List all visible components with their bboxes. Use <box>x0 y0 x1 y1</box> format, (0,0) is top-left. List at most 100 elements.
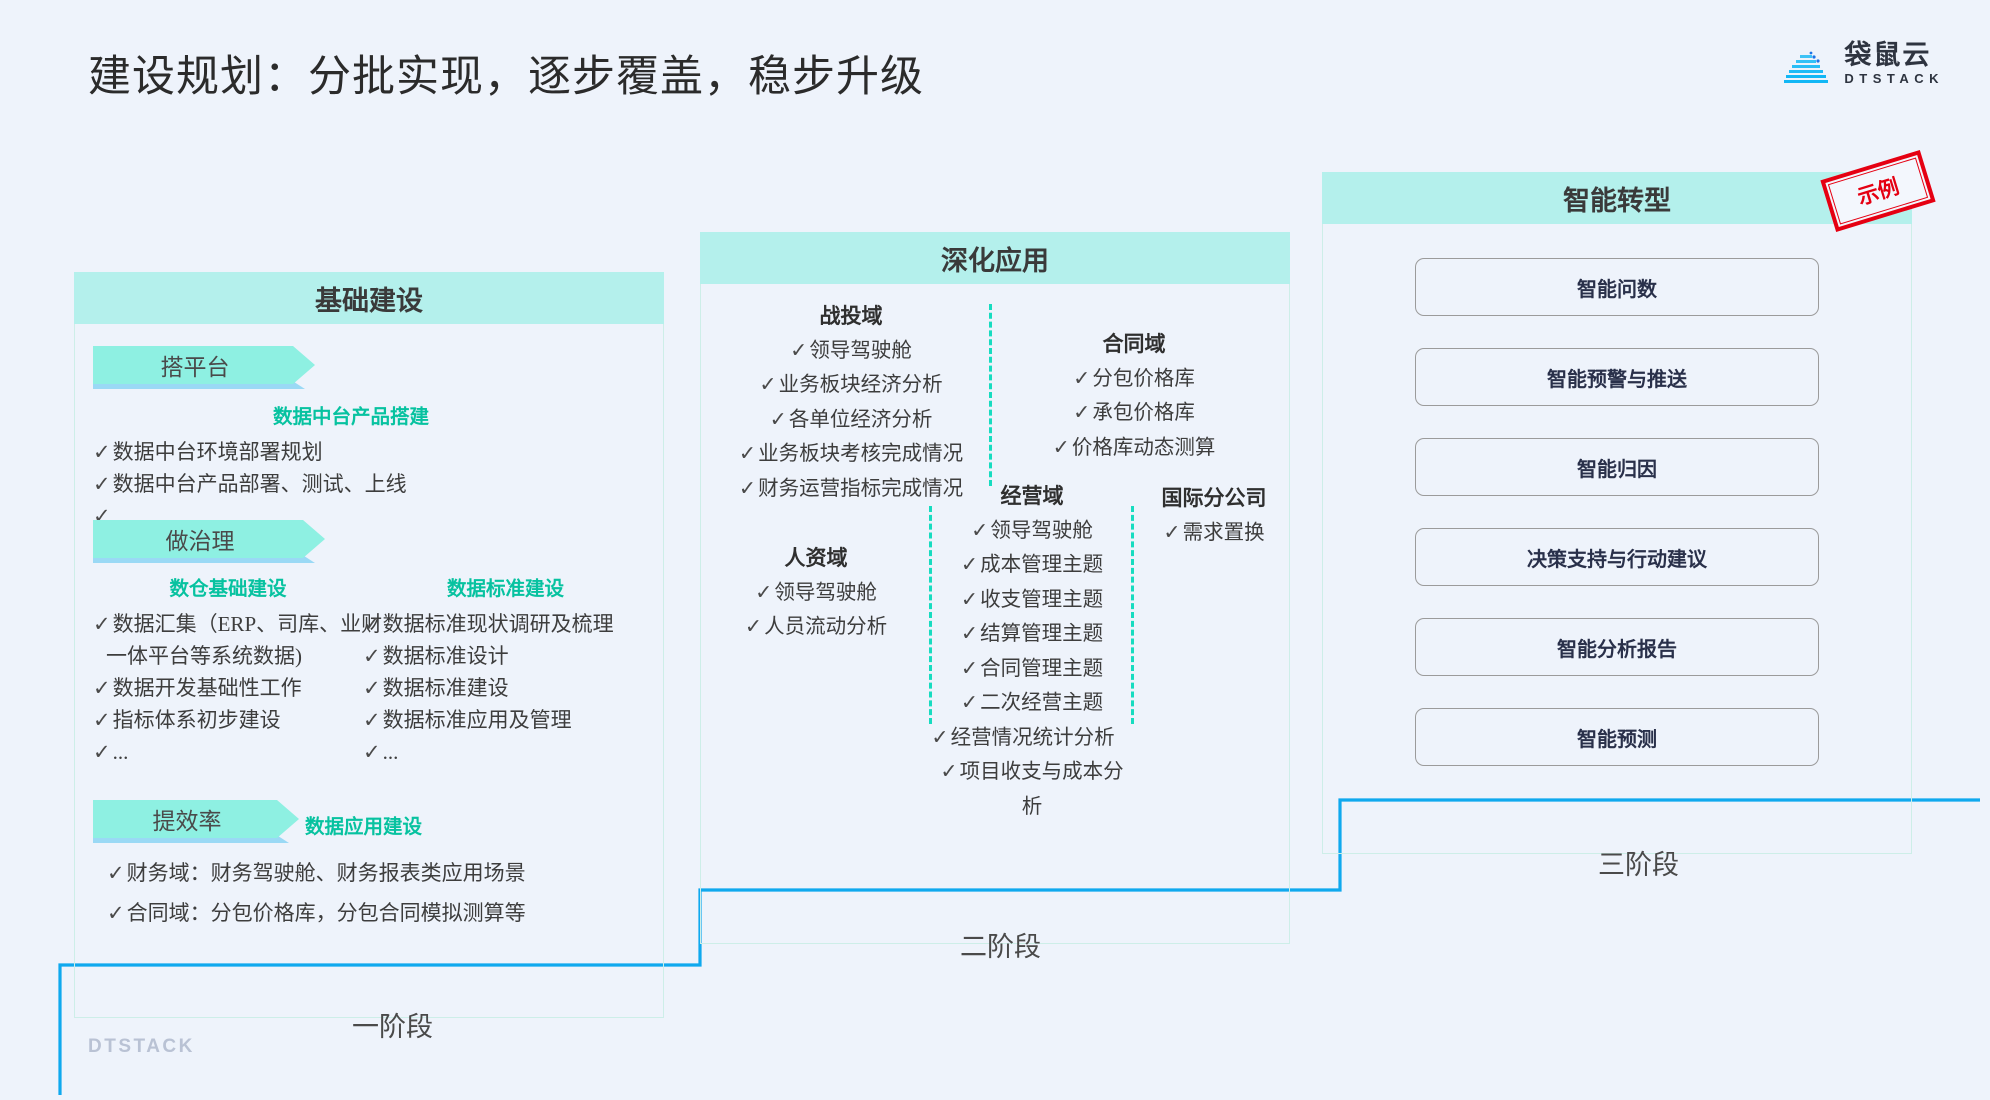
list-item: ✓数据标准应用及管理 <box>363 707 572 732</box>
card-intelligent-attribution[interactable]: 智能归因 <box>1415 438 1819 496</box>
stage-label-2: 二阶段 <box>960 932 1041 962</box>
check-icon: ✓ <box>93 612 111 636</box>
card-intelligent-forecast[interactable]: 智能预测 <box>1415 708 1819 766</box>
list-item: ✓业务板块考核完成情况 <box>738 443 964 466</box>
list-item: ✓项目收支与成本分析 <box>940 761 1124 818</box>
domain-title: 战投域 <box>819 305 883 328</box>
list-item: ✓合同管理主题 <box>960 657 1104 680</box>
check-icon: ✓ <box>363 739 381 764</box>
check-icon: ✓ <box>960 623 979 646</box>
check-icon: ✓ <box>755 582 773 604</box>
phase3-body: 智能问数 智能预警与推送 智能归因 决策支持与行动建议 智能分析报告 智能预测 <box>1322 224 1912 854</box>
phase1-panel: 基础建设 搭平台 数据中台产品搭建 ✓数据中台环境部署规划 ✓数据中台产品部署、… <box>74 272 664 1018</box>
card-intelligent-query[interactable]: 智能问数 <box>1415 258 1819 316</box>
list-item: ✓领导驾驶舱 <box>755 582 877 604</box>
list-item: ✓数据标准现状调研及梳理 <box>363 612 614 636</box>
check-icon: ✓ <box>769 408 787 431</box>
check-icon: ✓ <box>93 707 111 732</box>
domain-group-hr: 人资域 ✓领导驾驶舱 ✓人员流动分析 <box>707 542 925 645</box>
list-item: ✓... <box>93 739 129 764</box>
check-icon: ✓ <box>971 520 989 542</box>
list-item: ✓各单位经济分析 <box>769 408 933 431</box>
list-item: ✓经营情况统计分析 <box>931 726 1115 749</box>
phase3-title: 智能转型 <box>1322 172 1912 224</box>
kangaroo-cloud-logo-icon <box>1780 44 1832 84</box>
stage-label-3: 三阶段 <box>1598 850 1679 880</box>
footer-logo: DTSTACK <box>88 1036 195 1057</box>
chevron-label-do-governance: 做治理 <box>93 520 325 558</box>
phase1-title: 基础建设 <box>74 272 664 324</box>
list-item: ✓需求置换 <box>1163 522 1265 544</box>
list-item: ✓数据标准设计 <box>363 643 509 668</box>
brand-name-en: DTSTACK <box>1844 71 1944 86</box>
check-icon: ✓ <box>93 739 111 764</box>
stage-label-1: 一阶段 <box>352 1012 433 1042</box>
check-icon: ✓ <box>107 900 125 925</box>
domain-title: 合同域 <box>1102 333 1166 356</box>
check-icon: ✓ <box>738 477 757 500</box>
check-icon: ✓ <box>107 861 125 885</box>
chevron-label-build-platform: 搭平台 <box>93 346 315 384</box>
chevron-improve-efficiency: 提效率 <box>93 800 648 844</box>
domain-title: 经营域 <box>1000 485 1064 508</box>
list-item: ✓合同域：分包价格库，分包合同模拟测算等 <box>107 900 526 925</box>
check-icon: ✓ <box>1073 402 1091 425</box>
sample-stamp-label: 示例 <box>1827 157 1929 225</box>
card-intelligent-alert[interactable]: 智能预警与推送 <box>1415 348 1819 406</box>
check-icon: ✓ <box>363 643 381 668</box>
list-item: ✓数据标准建设 <box>363 675 509 700</box>
phase2-body: 战投域 ✓领导驾驶舱 ✓业务板块经济分析 ✓各单位经济分析 ✓业务板块考核完成情… <box>700 284 1290 944</box>
list-item: ✓分包价格库 <box>1073 368 1195 390</box>
page-title: 建设规划：分批实现，逐步覆盖，稳步升级 <box>88 54 924 101</box>
check-icon: ✓ <box>93 675 111 700</box>
check-icon: ✓ <box>363 612 381 636</box>
list-item: ✓结算管理主题 <box>960 623 1104 646</box>
chevron-do-governance: 做治理 <box>93 520 648 564</box>
list-item: ✓成本管理主题 <box>960 554 1104 577</box>
check-icon: ✓ <box>1052 436 1070 459</box>
check-icon: ✓ <box>1163 522 1181 544</box>
phase3-panel: 智能转型 示例 智能问数 智能预警与推送 智能归因 决策支持与行动建议 智能分析… <box>1322 149 1936 854</box>
card-intelligent-report[interactable]: 智能分析报告 <box>1415 618 1819 676</box>
divider-vertical-1 <box>989 304 992 486</box>
subtitle-application: 数据应用建设 <box>305 816 423 838</box>
subtitle-warehouse: 数仓基础建设 <box>169 578 287 600</box>
check-icon: ✓ <box>960 554 979 577</box>
list-item: ✓领导驾驶舱 <box>971 520 1093 542</box>
check-icon: ✓ <box>940 761 958 784</box>
card-decision-support[interactable]: 决策支持与行动建议 <box>1415 528 1819 586</box>
domain-title: 国际分公司 <box>1161 487 1267 510</box>
domain-group-operations: 经营域 ✓领导驾驶舱 ✓成本管理主题 ✓收支管理主题 ✓结算管理主题 ✓合同管理… <box>931 480 1129 824</box>
check-icon: ✓ <box>738 443 757 466</box>
check-icon: ✓ <box>759 374 777 397</box>
list-item: ✓财务运营指标完成情况 <box>738 477 964 500</box>
divider-vertical-2 <box>929 506 932 724</box>
check-icon: ✓ <box>1073 368 1091 390</box>
list-item: ✓指标体系初步建设 <box>93 707 281 732</box>
subtitle-platform: 数据中台产品搭建 <box>273 406 430 428</box>
brand-logo: 袋鼠云 DTSTACK <box>1780 42 1944 85</box>
chevron-label-improve-efficiency: 提效率 <box>93 800 299 838</box>
list-item: ✓领导驾驶舱 <box>790 340 912 362</box>
subtitle-standard: 数据标准建设 <box>446 578 564 600</box>
list-item: ✓数据汇集（ERP、司库、业财 <box>93 612 383 636</box>
domain-group-strategy: 战投域 ✓领导驾驶舱 ✓业务板块经济分析 ✓各单位经济分析 ✓业务板块考核完成情… <box>715 300 987 506</box>
check-icon: ✓ <box>931 726 949 749</box>
brand-name-cn: 袋鼠云 <box>1844 40 1932 70</box>
divider-vertical-3 <box>1131 506 1134 724</box>
list-item: ✓数据中台产品部署、测试、上线 <box>93 471 407 496</box>
domain-group-international: 国际分公司 ✓需求置换 <box>1141 482 1287 550</box>
check-icon: ✓ <box>93 471 111 496</box>
list-item: ✓业务板块经济分析 <box>759 374 943 397</box>
phase2-title: 深化应用 <box>700 232 1290 284</box>
list-item: ✓人员流动分析 <box>744 616 888 639</box>
list-item: ✓二次经营主题 <box>960 692 1104 715</box>
check-icon: ✓ <box>363 707 381 732</box>
list-item: ✓价格库动态测算 <box>1052 436 1216 459</box>
phase1-body: 搭平台 数据中台产品搭建 ✓数据中台环境部署规划 ✓数据中台产品部署、测试、上线… <box>74 324 664 1018</box>
check-icon: ✓ <box>93 440 111 464</box>
list-item: ✓收支管理主题 <box>960 588 1104 611</box>
check-icon: ✓ <box>744 616 763 639</box>
list-item: ✓... <box>363 739 399 764</box>
